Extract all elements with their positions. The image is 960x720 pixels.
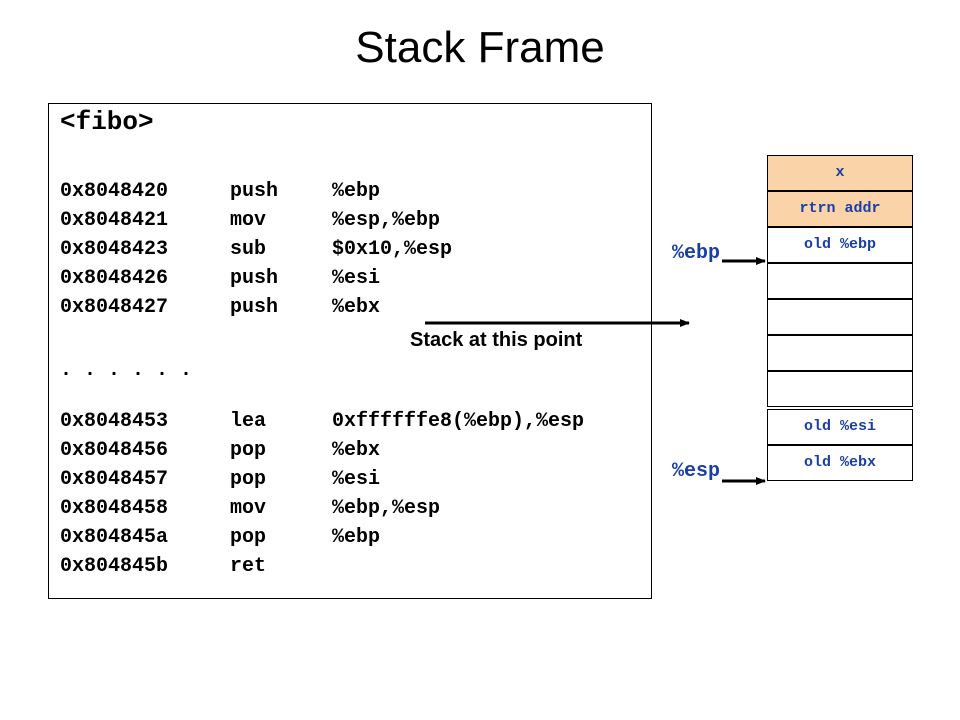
code-line: 0x804845b ret bbox=[60, 552, 266, 581]
stack-cell-empty bbox=[767, 263, 913, 299]
ebp-pointer-label: %ebp bbox=[672, 242, 721, 265]
instruction-address: 0x8048456 bbox=[60, 439, 169, 462]
stack-cell-return-address: rtrn addr bbox=[767, 191, 913, 227]
instruction-opcode: mov bbox=[230, 209, 267, 232]
instruction-opcode: ret bbox=[230, 555, 267, 578]
instruction-address: 0x8048457 bbox=[60, 468, 169, 491]
code-ellipsis: . . . . . . bbox=[60, 359, 193, 382]
code-line: 0x8048456 pop %ebx bbox=[60, 436, 380, 465]
stack-cell-empty bbox=[767, 335, 913, 371]
instruction-opcode: pop bbox=[230, 439, 267, 462]
instruction-address: 0x804845b bbox=[60, 555, 169, 578]
instruction-operands: $0x10,%esp bbox=[332, 238, 453, 261]
instruction-operands: %esi bbox=[332, 267, 381, 290]
instruction-address: 0x8048421 bbox=[60, 209, 169, 232]
instruction-opcode: push bbox=[230, 180, 279, 203]
code-line: 0x8048457 pop %esi bbox=[60, 465, 380, 494]
esp-pointer-label: %esp bbox=[672, 460, 721, 483]
instruction-address: 0x804845a bbox=[60, 526, 169, 549]
instruction-opcode: push bbox=[230, 267, 279, 290]
instruction-address: 0x8048427 bbox=[60, 296, 169, 319]
code-line: 0x8048427 push %ebx bbox=[60, 293, 380, 322]
instruction-operands: %ebx bbox=[332, 439, 381, 462]
instruction-operands: %ebp bbox=[332, 180, 381, 203]
code-line: 0x804845a pop %ebp bbox=[60, 523, 380, 552]
instruction-opcode: sub bbox=[230, 238, 267, 261]
function-name: <fibo> bbox=[60, 107, 154, 137]
instruction-operands: %ebp,%esp bbox=[332, 497, 441, 520]
page-title: Stack Frame bbox=[355, 23, 605, 72]
code-line: 0x8048426 push %esi bbox=[60, 264, 380, 293]
instruction-address: 0x8048458 bbox=[60, 497, 169, 520]
stack-cell-x: x bbox=[767, 155, 913, 191]
instruction-opcode: pop bbox=[230, 526, 267, 549]
code-line: 0x8048458 mov %ebp,%esp bbox=[60, 494, 440, 523]
code-line: 0x8048423 sub $0x10,%esp bbox=[60, 235, 452, 264]
instruction-operands: 0xffffffe8(%ebp),%esp bbox=[332, 410, 585, 433]
instruction-operands: %esi bbox=[332, 468, 381, 491]
instruction-opcode: lea bbox=[230, 410, 267, 433]
stack-cell-empty bbox=[767, 371, 913, 407]
instruction-address: 0x8048426 bbox=[60, 267, 169, 290]
stack-cell-old-ebp: old %ebp bbox=[767, 227, 913, 263]
code-line: 0x8048453 lea 0xffffffe8(%ebp),%esp bbox=[60, 407, 584, 436]
instruction-address: 0x8048420 bbox=[60, 180, 169, 203]
instruction-operands: %esp,%ebp bbox=[332, 209, 441, 232]
instruction-address: 0x8048423 bbox=[60, 238, 169, 261]
instruction-address: 0x8048453 bbox=[60, 410, 169, 433]
instruction-opcode: push bbox=[230, 296, 279, 319]
stack-cell-empty bbox=[767, 299, 913, 335]
stack-cell-old-ebx: old %ebx bbox=[767, 445, 913, 481]
instruction-operands: %ebp bbox=[332, 526, 381, 549]
code-line: 0x8048421 mov %esp,%ebp bbox=[60, 206, 440, 235]
stack-point-label: Stack at this point bbox=[410, 329, 583, 351]
stack-cell-old-esi: old %esi bbox=[767, 409, 913, 445]
instruction-opcode: mov bbox=[230, 497, 267, 520]
code-line: 0x8048420 push %ebp bbox=[60, 177, 380, 206]
instruction-operands: %ebx bbox=[332, 296, 381, 319]
instruction-opcode: pop bbox=[230, 468, 267, 491]
code-listing: <fibo> 0x8048420 push %ebp 0x8048421 mov… bbox=[48, 103, 652, 599]
